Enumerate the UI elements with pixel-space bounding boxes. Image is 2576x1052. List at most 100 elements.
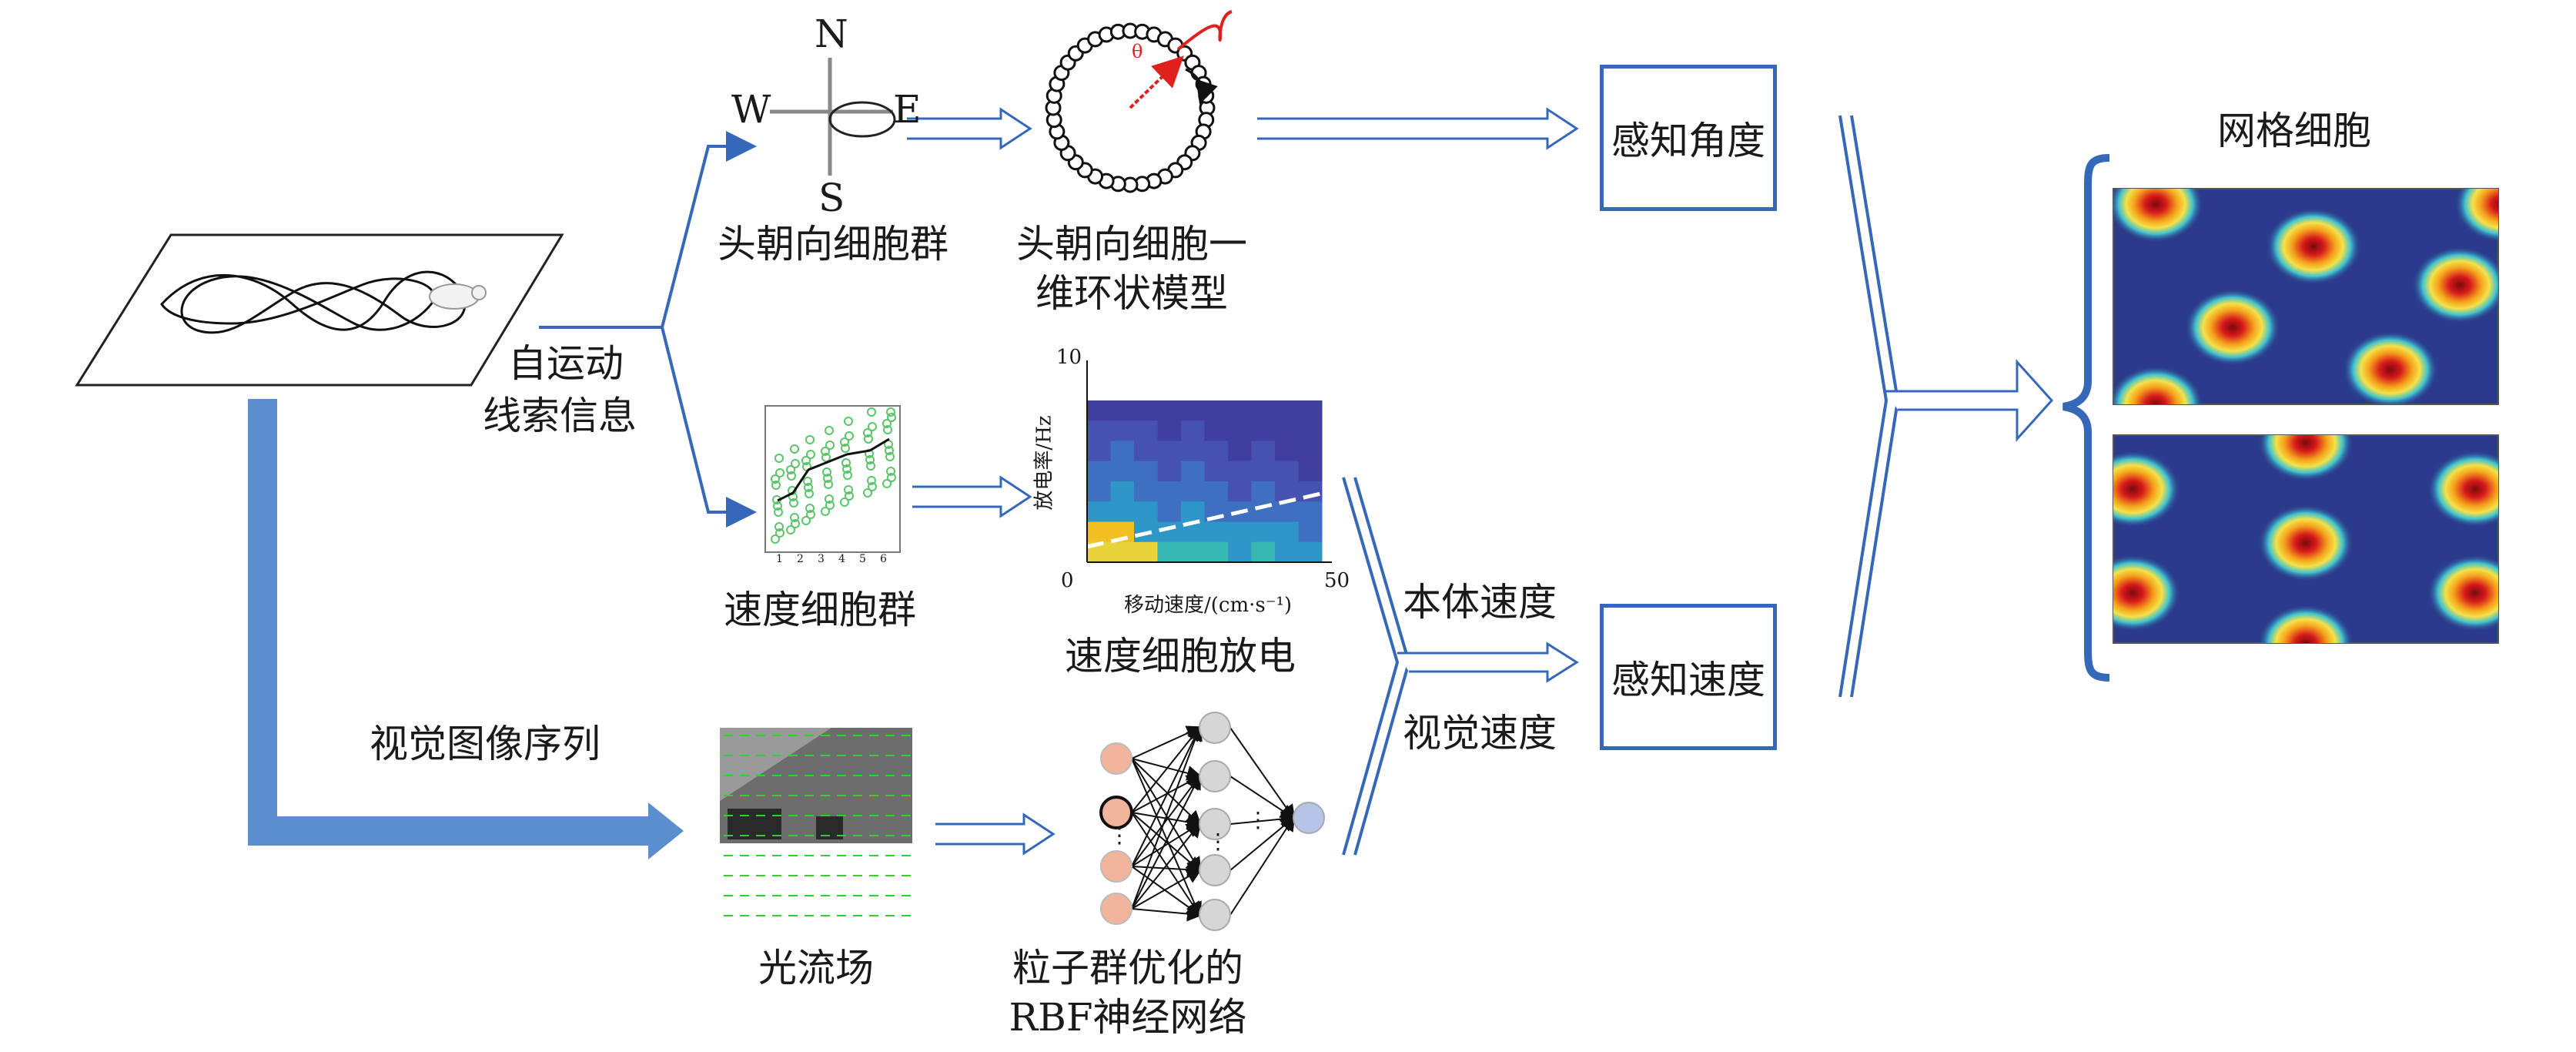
heatmap-cell <box>1298 400 1323 421</box>
grid-field <box>2343 331 2438 404</box>
scatter-point <box>771 481 781 490</box>
nn-edge <box>1131 869 1203 910</box>
visual-speed-label: 视觉速度 <box>1403 711 1557 755</box>
scatter-point <box>840 437 849 447</box>
scatter-point <box>824 480 833 489</box>
scatter-point <box>863 428 872 437</box>
scatter-point <box>842 464 851 474</box>
heatmap-cell <box>1134 501 1158 522</box>
heatmap-cell <box>1087 521 1111 543</box>
scatter-point <box>805 489 814 498</box>
nn-edge <box>1131 758 1203 781</box>
heatmap-cell <box>1228 481 1252 502</box>
scatter-point <box>821 507 830 516</box>
heatmap-cell <box>1298 501 1323 522</box>
heatmap-cell <box>1204 441 1229 462</box>
heatmap-cell <box>1251 420 1276 441</box>
scatter-point <box>868 422 877 431</box>
scatter-point <box>866 461 875 471</box>
scatter-point <box>771 474 780 484</box>
scatter-point <box>774 454 784 463</box>
grid-field <box>2258 504 2354 581</box>
heatmap-cell <box>1157 481 1182 502</box>
scatter-point <box>867 476 876 485</box>
scatter-point <box>868 482 877 491</box>
grid-field <box>2258 435 2354 481</box>
heatmap-cell <box>1204 400 1229 421</box>
heatmap-cell <box>1251 461 1276 482</box>
head-direction-model-label-1: 头朝向细胞一 <box>1016 222 1247 266</box>
scatter-xtick: 4 <box>838 553 845 565</box>
grid-field <box>2427 554 2498 632</box>
heatmap-cell <box>1275 541 1299 563</box>
heatmap-cell <box>1134 461 1158 482</box>
heatmap-cell <box>1251 501 1276 522</box>
nn-edge <box>1131 906 1203 922</box>
heatmap-cell <box>1251 521 1276 543</box>
nn-edge <box>1131 773 1201 910</box>
scatter-point <box>867 407 876 417</box>
heatmap-cell <box>1228 420 1252 441</box>
merge-grid-chevron <box>1838 115 2054 698</box>
scatter-point <box>790 513 799 522</box>
heatmap-cell <box>1110 420 1135 441</box>
grid-field <box>2454 189 2498 243</box>
compass-north-label: N <box>815 12 848 56</box>
scatter-point <box>822 467 831 477</box>
speed-cells-label: 速度细胞群 <box>724 588 916 632</box>
scatter-point <box>841 444 850 453</box>
scatter-point <box>806 510 815 519</box>
nn-edge <box>1131 725 1202 813</box>
nn-edge <box>1131 821 1202 910</box>
heatmap-cell <box>1204 481 1229 502</box>
nn-hidden-ellipsis-2: ⋮ <box>1247 807 1269 833</box>
heatmap-cell <box>1275 521 1299 543</box>
compass-head-direction <box>770 58 896 176</box>
scatter-point <box>844 417 853 426</box>
scatter-point <box>789 498 798 508</box>
self-motion-branch-arrows <box>539 131 757 528</box>
scatter-point <box>786 525 795 534</box>
compass-west-label: W <box>731 87 771 132</box>
scatter-point <box>801 456 811 465</box>
rbf-neural-network <box>1099 712 1325 931</box>
scatter-point <box>882 479 892 488</box>
scatter-point <box>774 508 783 517</box>
scatter-point <box>882 419 892 428</box>
scatter-point <box>864 434 873 444</box>
scatter-xtick: 2 <box>797 553 804 565</box>
scatter-point <box>863 488 872 498</box>
heatmap-cell <box>1157 420 1182 441</box>
heatmap-cell <box>1110 541 1135 563</box>
heatmap-cell <box>1157 441 1182 462</box>
scatter-point <box>791 519 800 528</box>
heatmap-cell <box>1204 541 1229 563</box>
nn-hidden-ellipsis-1: ⋮ <box>1207 829 1229 854</box>
grid-field <box>2258 605 2354 643</box>
nn-edge <box>1131 812 1202 918</box>
scatter-point <box>841 458 851 467</box>
heatmap-cell <box>1110 501 1135 522</box>
heatmap-cell <box>1275 420 1299 441</box>
grid-field <box>2113 366 2203 404</box>
scatter-point <box>791 459 800 468</box>
heatmap-cell <box>1275 441 1299 462</box>
self-motion-label-2: 线索信息 <box>483 394 637 438</box>
nn-edge <box>1229 727 1296 821</box>
scatter-point <box>843 471 852 480</box>
perceive-angle-box: 感知角度 <box>1600 65 1777 211</box>
heatmap-cell <box>1110 400 1135 421</box>
heatmap-cell <box>1181 501 1205 522</box>
nn-input-ellipsis: ⋮ <box>1109 823 1130 848</box>
heatmap-cell <box>1157 400 1182 421</box>
merge-speed-chevron <box>1342 477 1579 856</box>
compass-east-label: E <box>893 87 922 132</box>
heatmap-cell <box>1298 481 1323 502</box>
heatmap-cell <box>1275 400 1299 421</box>
heatmap-cell <box>1110 441 1135 462</box>
heatmap-cell <box>1275 461 1299 482</box>
scatter-point <box>786 465 795 474</box>
scatter-point <box>805 504 815 513</box>
scatter-point <box>825 426 834 435</box>
heatmap-cell <box>1251 400 1276 421</box>
